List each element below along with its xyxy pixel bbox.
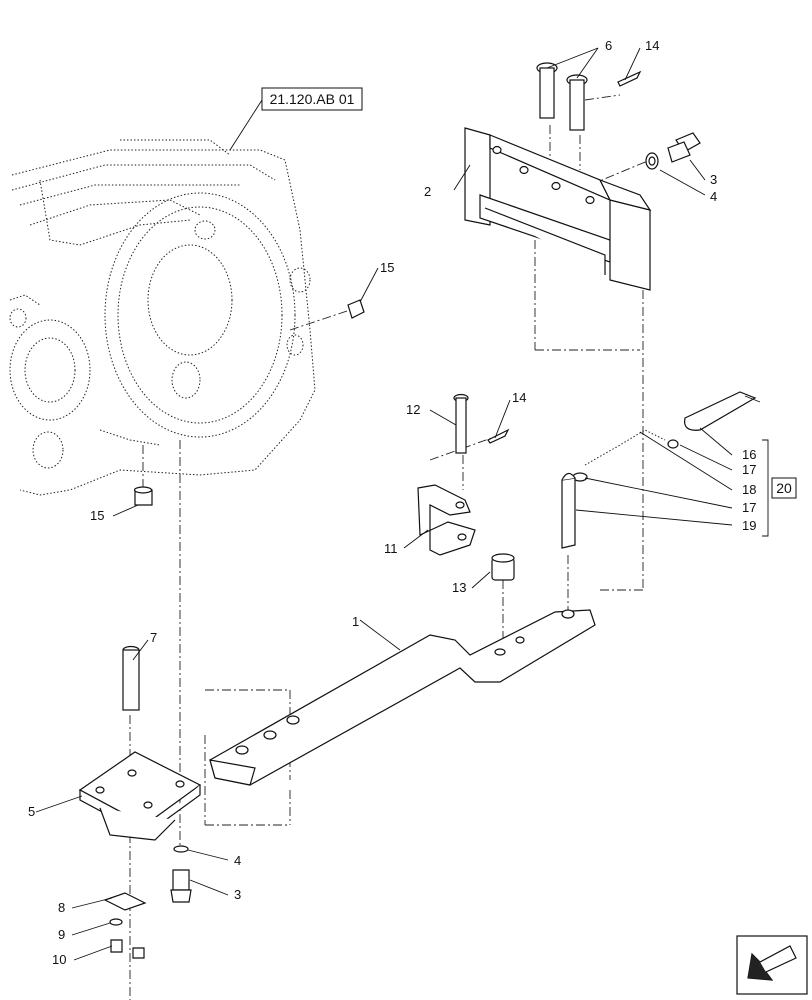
leader-lines — [35, 47, 769, 961]
part-hanger — [417, 393, 515, 581]
reference-box[interactable]: 21.120.AB 01 — [261, 87, 363, 111]
part-support-plate — [78, 645, 202, 959]
callout-4-bottom: 4 — [234, 853, 241, 868]
callout-13: 13 — [452, 580, 466, 595]
callout-7: 7 — [150, 630, 157, 645]
callout-15-bottom: 15 — [90, 508, 104, 523]
part-pins — [536, 62, 588, 131]
callout-16: 16 — [742, 447, 756, 462]
callout-14-mid: 14 — [512, 390, 526, 405]
reference-box-label: 21.120.AB 01 — [270, 91, 355, 107]
callout-6: 6 — [605, 38, 612, 53]
group-box-label: 20 — [776, 480, 792, 496]
callout-3-top: 3 — [710, 172, 717, 187]
callout-3-bottom: 3 — [234, 887, 241, 902]
part-drawbar — [209, 609, 596, 786]
callout-17-top: 17 — [742, 462, 756, 477]
callout-11: 11 — [384, 541, 398, 556]
part-bracket — [464, 127, 652, 291]
callout-14-top: 14 — [645, 38, 659, 53]
callout-5: 5 — [28, 804, 35, 819]
part-cotter-pins — [487, 70, 642, 444]
callouts: 6 14 2 3 4 15 15 12 14 11 13 1 7 5 4 3 8… — [28, 38, 756, 967]
part-plugs — [133, 299, 365, 506]
part-lock-pin — [561, 391, 761, 549]
callout-9: 9 — [58, 927, 65, 942]
part-bolt-top — [645, 132, 701, 170]
callout-2: 2 — [424, 184, 431, 199]
callout-15-top: 15 — [380, 260, 394, 275]
arrow-next-icon[interactable] — [736, 935, 808, 995]
callout-19: 19 — [742, 518, 756, 533]
callout-1: 1 — [352, 614, 359, 629]
callout-4-top: 4 — [710, 189, 717, 204]
callout-17-bottom: 17 — [742, 500, 756, 515]
callout-12: 12 — [406, 402, 420, 417]
callout-10: 10 — [52, 952, 66, 967]
callout-8: 8 — [58, 900, 65, 915]
callout-18: 18 — [742, 482, 756, 497]
group-box[interactable]: 20 — [771, 477, 797, 499]
gearbox-housing — [9, 139, 316, 496]
